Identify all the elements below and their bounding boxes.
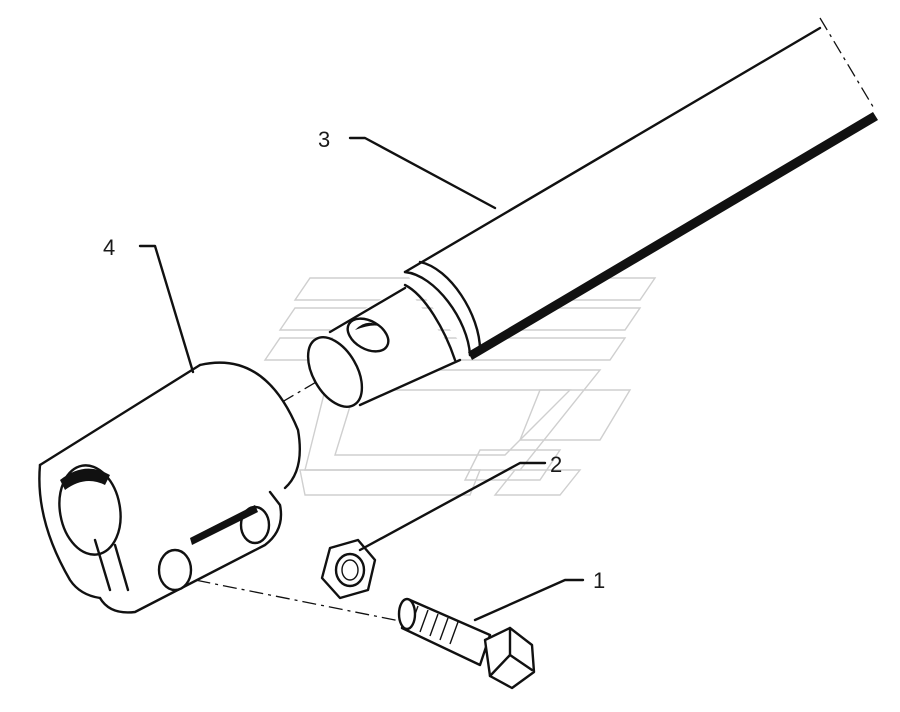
leader-line-2 [358, 461, 547, 552]
leader-line-1 [473, 578, 585, 622]
callout-3: 3 [318, 127, 330, 152]
part-2-nut [320, 538, 377, 600]
part-4-clamp [38, 361, 301, 614]
callout-4: 4 [103, 235, 115, 260]
leader-line-3 [348, 136, 497, 210]
center-line-upper [819, 17, 876, 111]
callout-2: 2 [550, 452, 562, 477]
part-3-shaft [306, 26, 878, 408]
callout-1: 1 [593, 568, 605, 593]
leader-line-4 [138, 244, 195, 374]
center-line-bolt [169, 574, 421, 626]
part-1-bolt [397, 597, 536, 690]
center-line-shaft [259, 367, 341, 416]
